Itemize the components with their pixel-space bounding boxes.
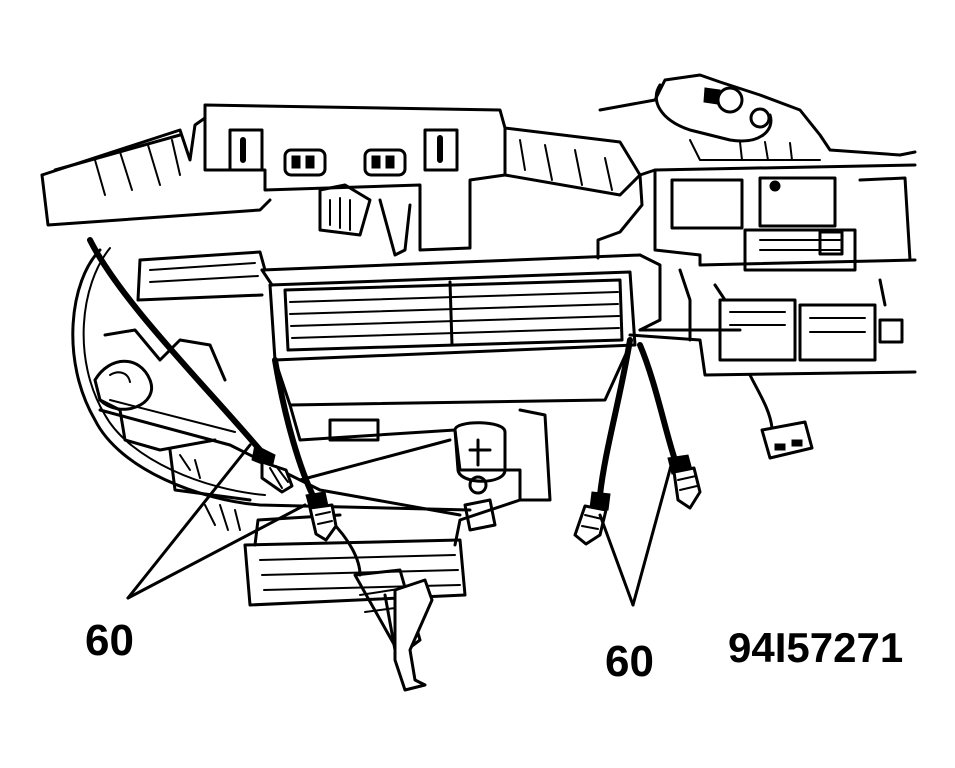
air-outlet-grille bbox=[260, 253, 642, 407]
callout-label-left: 60 bbox=[85, 616, 134, 665]
retainer-pins bbox=[87, 237, 702, 546]
pin-left-1 bbox=[251, 444, 294, 494]
blower-housing bbox=[93, 250, 267, 531]
pin-right-2 bbox=[667, 454, 702, 510]
figure-id: 94I57271 bbox=[728, 624, 903, 671]
callout-label-right: 60 bbox=[605, 637, 654, 686]
right-panel bbox=[598, 73, 917, 460]
upper-housing bbox=[40, 103, 644, 260]
pin-right-1 bbox=[573, 491, 611, 546]
pin-left-2 bbox=[305, 491, 338, 542]
callout-leaders bbox=[126, 443, 674, 607]
harness-tubes bbox=[71, 247, 472, 692]
